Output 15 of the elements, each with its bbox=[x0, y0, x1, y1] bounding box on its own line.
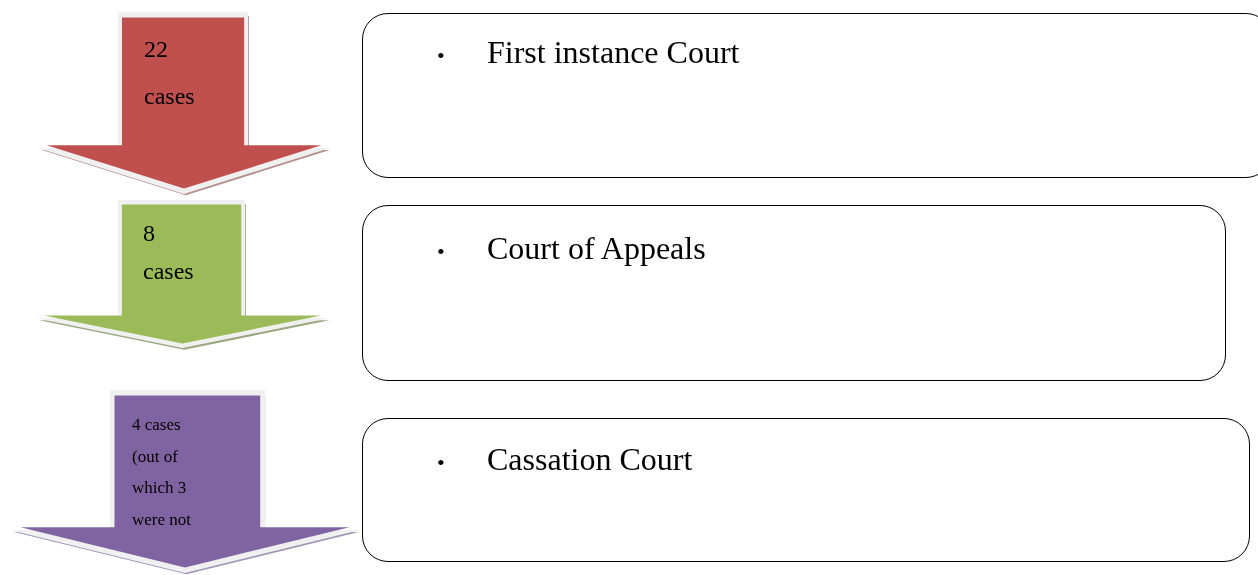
court-box bbox=[362, 205, 1226, 381]
court-name: First instance Court bbox=[487, 34, 740, 70]
case-count-text: 4 cases (out of which 3 were not bbox=[132, 414, 192, 531]
down-arrow-shape bbox=[10, 390, 360, 575]
court-name: Cassation Court bbox=[487, 441, 693, 477]
bullet: • bbox=[437, 240, 446, 263]
case-count-text: 8 cases bbox=[143, 219, 195, 286]
court-name: Court of Appeals bbox=[487, 230, 706, 266]
case-count-text: 22 cases bbox=[144, 35, 196, 111]
down-arrow-shape bbox=[38, 12, 330, 196]
bullet: • bbox=[437, 451, 446, 474]
court-box bbox=[362, 418, 1250, 562]
court-box bbox=[362, 13, 1258, 178]
bullet: • bbox=[437, 44, 446, 67]
down-arrow-shape bbox=[35, 200, 330, 350]
